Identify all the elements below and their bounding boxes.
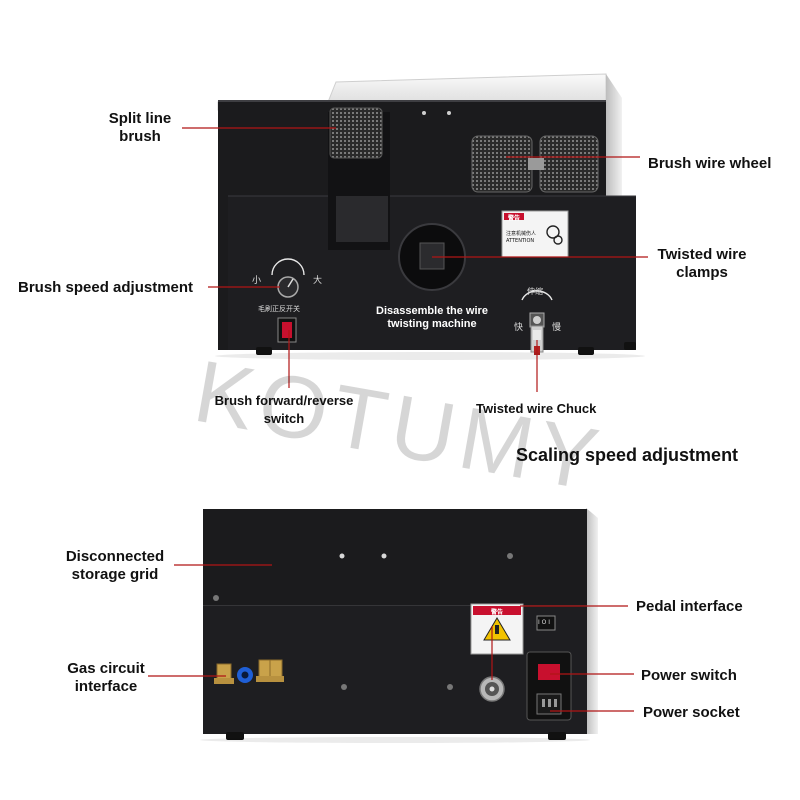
label-brush-switch-1: Brush forward/reverse bbox=[214, 393, 354, 408]
brush-wire-wheel bbox=[471, 135, 599, 193]
sticker-line1: 注意机械伤人 bbox=[506, 231, 537, 237]
panel-title-line2: twisting machine bbox=[387, 318, 477, 330]
bottom-right-side bbox=[586, 508, 598, 734]
sticker-title-top: 警告 bbox=[507, 215, 520, 222]
chuck-top-mark: 伸缩 bbox=[527, 287, 543, 296]
top-right-side bbox=[606, 74, 622, 196]
scaling-speed-knob bbox=[521, 290, 553, 328]
sticker-title-bottom: 警告 bbox=[490, 609, 503, 616]
label-split-line-brush: Split line brush bbox=[100, 110, 180, 146]
chuck-slow-mark: 慢 bbox=[552, 323, 562, 333]
label-split-line-brush-1: Split line bbox=[108, 110, 172, 127]
label-storage-grid-2: storage grid bbox=[71, 566, 159, 583]
knob-large-mark: 大 bbox=[313, 276, 323, 286]
label-gas-circuit-2: interface bbox=[74, 678, 138, 695]
label-gas-circuit-1: Gas circuit bbox=[67, 660, 145, 677]
switch-marks: I O I bbox=[538, 619, 551, 626]
chuck-fast-mark: 快 bbox=[514, 323, 524, 333]
gas-circuit-interface bbox=[214, 659, 284, 684]
leader-lines bbox=[148, 127, 648, 712]
label-storage-grid-1: Disconnected bbox=[65, 548, 165, 565]
split-line-brush bbox=[329, 107, 383, 159]
knob-small-mark: 小 bbox=[252, 276, 262, 286]
pedal-interface bbox=[479, 676, 505, 702]
label-brush-speed-adjustment: Brush speed adjustment bbox=[18, 279, 194, 296]
disconnected-storage-grid bbox=[203, 509, 587, 606]
label-brush-wire-wheel: Brush wire wheel bbox=[648, 155, 772, 172]
sticker-line2: ATTENTION bbox=[506, 238, 535, 244]
label-split-line-brush-2: brush bbox=[119, 128, 161, 145]
bottom-machine bbox=[200, 508, 598, 743]
panel-title: Disassemble the wire twisting machine bbox=[362, 305, 502, 331]
warning-sticker-top bbox=[501, 210, 569, 258]
label-brush-switch-2: switch bbox=[263, 411, 305, 426]
label-pedal-interface: Pedal interface bbox=[636, 598, 743, 615]
warning-sticker-bottom bbox=[470, 603, 524, 655]
small-rocker bbox=[536, 615, 556, 631]
panel-title-line1: Disassemble the wire bbox=[376, 305, 488, 317]
label-twisted-wire-chuck: Twisted wire Chuck bbox=[476, 401, 597, 416]
label-brush-switch: Brush forward/reverse switch bbox=[208, 392, 360, 428]
label-twisted-wire-clamps-2: clamps bbox=[676, 264, 728, 281]
label-power-socket: Power socket bbox=[643, 704, 740, 721]
label-storage-grid: Disconnected storage grid bbox=[60, 548, 170, 584]
top-machine bbox=[215, 73, 645, 360]
brush-forward-reverse-switch bbox=[277, 317, 297, 343]
label-scaling-speed-adjustment: Scaling speed adjustment bbox=[516, 445, 739, 465]
label-gas-circuit: Gas circuit interface bbox=[60, 660, 152, 696]
label-power-switch: Power switch bbox=[641, 667, 737, 684]
label-twisted-wire-clamps: Twisted wire clamps bbox=[648, 246, 756, 282]
power-module bbox=[526, 651, 572, 721]
label-twisted-wire-clamps-1: Twisted wire bbox=[657, 246, 747, 263]
switch-caption: 毛刷正反开关 bbox=[258, 305, 300, 313]
